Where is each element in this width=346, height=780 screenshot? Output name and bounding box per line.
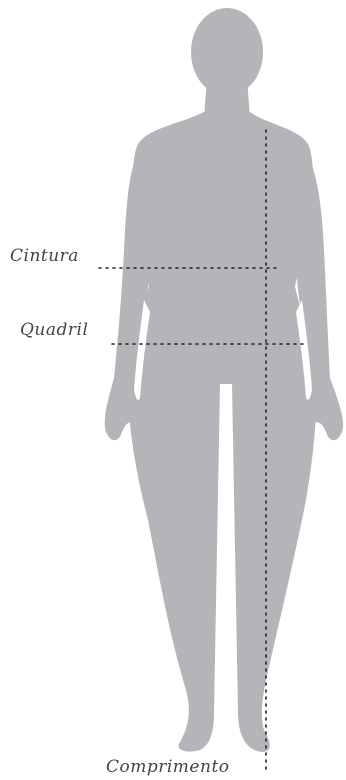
hip-label: Quadril <box>20 320 88 340</box>
female-silhouette <box>105 8 343 752</box>
silhouette-leg-gap <box>225 384 228 720</box>
silhouette-body <box>128 112 316 752</box>
waist-label: Cintura <box>10 246 79 266</box>
length-label: Comprimento <box>106 757 230 777</box>
